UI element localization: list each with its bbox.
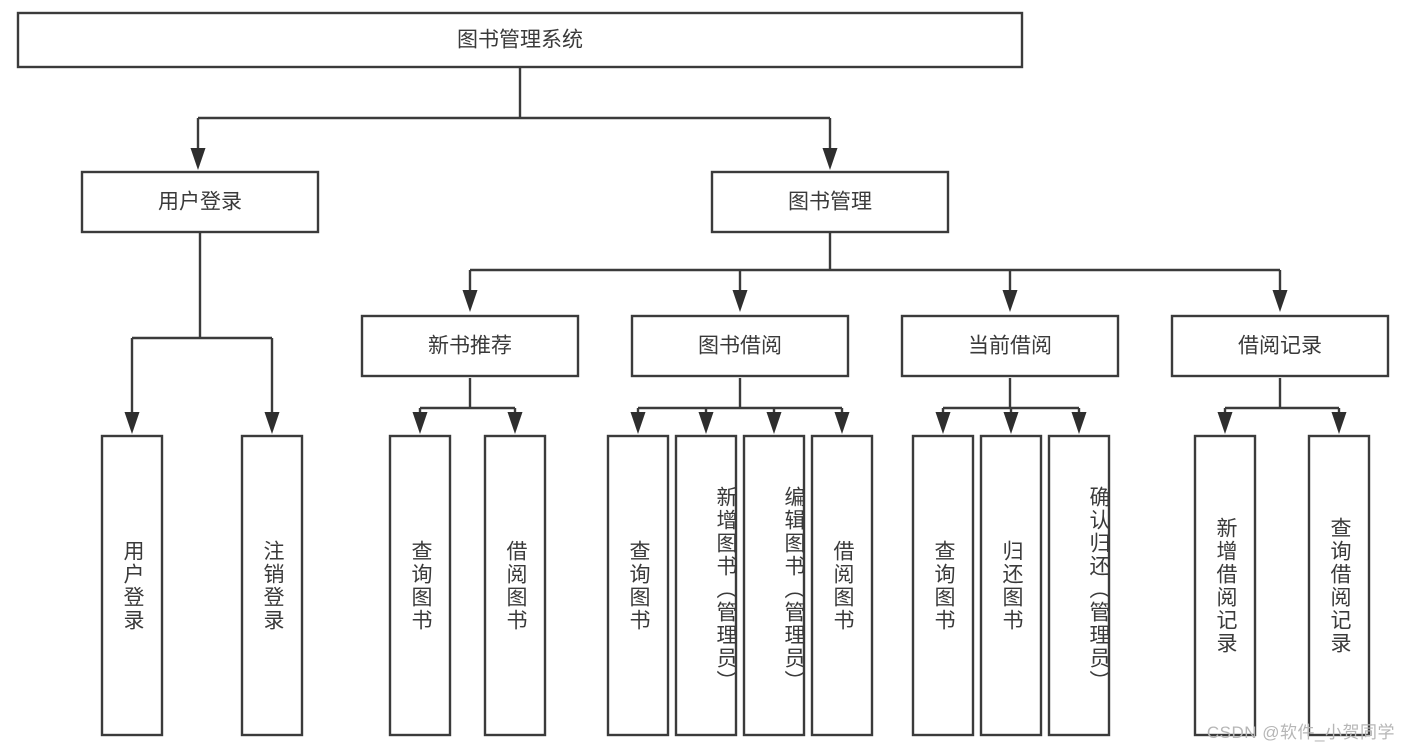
node-new-book-recommend-label: 新书推荐 — [428, 335, 512, 358]
node-book-borrow-label: 图书借阅 — [698, 335, 782, 358]
node-leaf-user-login[interactable] — [100, 434, 164, 737]
node-leaf-add-borrow-record[interactable] — [1193, 434, 1257, 737]
node-leaf-query-borrow-record[interactable] — [1307, 434, 1371, 737]
node-leaf-logout[interactable] — [240, 434, 304, 737]
node-current-borrow[interactable] — [900, 314, 1120, 378]
connectors-userlogin-to-leaves — [124, 232, 280, 434]
node-leaf-query-books-recommend[interactable] — [388, 434, 452, 737]
node-leaf-borrow-books-recommend[interactable] — [483, 434, 547, 737]
node-leaf-edit-book-admin[interactable] — [742, 434, 806, 737]
connectors-newbook-to-leaves — [412, 378, 523, 434]
connectors-root-to-level1 — [190, 67, 838, 170]
node-leaf-query-books-current[interactable] — [911, 434, 975, 737]
node-user-login-label: 用户登录 — [158, 191, 242, 214]
node-borrow-record[interactable] — [1170, 314, 1390, 378]
connectors-bookborrow-to-leaves — [630, 378, 850, 434]
node-new-book-recommend[interactable] — [360, 314, 580, 378]
node-leaf-return-book[interactable] — [979, 434, 1043, 737]
node-leaf-confirm-return-admin[interactable] — [1047, 434, 1111, 737]
node-book-management[interactable] — [710, 170, 950, 234]
node-leaf-add-book-admin[interactable] — [674, 434, 738, 737]
node-current-borrow-label: 当前借阅 — [968, 335, 1052, 358]
csdn-watermark: CSDN @软件_小贺同学 — [1206, 723, 1395, 742]
node-root-label: 图书管理系统 — [457, 29, 583, 52]
node-user-login[interactable] — [80, 170, 320, 234]
node-root-book-management-system[interactable] — [16, 11, 1024, 69]
node-book-management-label: 图书管理 — [788, 191, 872, 214]
connectors-booksmgmt-to-level2 — [462, 232, 1288, 312]
connectors-currentborrow-to-leaves — [935, 378, 1087, 434]
node-borrow-record-label: 借阅记录 — [1238, 335, 1322, 358]
node-book-borrow[interactable] — [630, 314, 850, 378]
node-leaf-query-books-borrow[interactable] — [606, 434, 670, 737]
node-leaf-borrow-book[interactable] — [810, 434, 874, 737]
connectors-borrowrecord-to-leaves — [1217, 378, 1347, 434]
